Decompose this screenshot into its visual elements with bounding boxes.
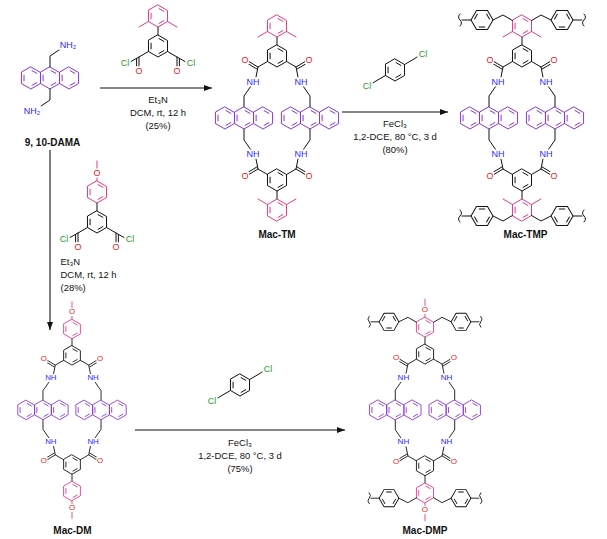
atom-label: NH <box>87 438 99 446</box>
atom-label: O <box>241 172 249 181</box>
atom-label: NH <box>397 438 410 446</box>
atom-label: Cl <box>186 59 196 68</box>
atom-label: Cl <box>207 397 217 406</box>
reaction-condition: Et₃N <box>148 95 169 104</box>
atom-label: O <box>305 56 313 65</box>
atom-label: NH <box>294 150 308 159</box>
atom-label: O <box>241 56 249 65</box>
atom-label: O <box>486 172 494 181</box>
atom-label: NH <box>491 150 505 159</box>
atom-label: Cl <box>418 50 428 59</box>
atom-label: Cl <box>125 235 135 244</box>
reaction-condition: FeCl₃ <box>228 438 253 447</box>
reaction-condition: FeCl₃ <box>383 119 408 128</box>
reaction-condition: 1,2-DCE, 80 °C, 3 d <box>353 132 438 141</box>
atom-label: O <box>74 243 82 252</box>
atom-label: O <box>486 56 494 65</box>
atom-label: NH₂ <box>59 41 77 50</box>
atom-label: Cl <box>120 59 130 68</box>
compound-name: 9, 10-DAMA <box>25 137 81 150</box>
reaction-condition: (80%) <box>382 145 408 154</box>
atom-label: NH <box>45 374 57 382</box>
atom-label: O <box>421 306 428 314</box>
atom-label: Cl <box>263 365 273 374</box>
compound-name: Mac-DMP <box>402 525 447 538</box>
reaction-condition: 1,2-DCE, 80 °C, 3 d <box>198 451 283 460</box>
atom-label: O <box>97 355 104 363</box>
reaction-arrow <box>135 429 345 430</box>
atom-label: O <box>393 354 400 362</box>
atom-label: O <box>68 308 75 316</box>
atom-label: O <box>135 67 143 76</box>
atom-label: NH <box>45 438 57 446</box>
atom-label: NH <box>246 78 260 87</box>
reaction-arrow <box>342 111 448 112</box>
atom-label: NH₂ <box>23 107 41 116</box>
reaction-arrow <box>100 87 212 88</box>
reaction-condition: (25%) <box>145 121 171 130</box>
atom-label: NH <box>440 374 453 382</box>
compound-node: Mac-TM <box>212 5 342 242</box>
atom-label: NH <box>246 150 260 159</box>
atom-label: Cl <box>59 235 69 244</box>
atom-label: O <box>550 56 558 65</box>
atom-label: O <box>93 169 101 178</box>
reaction-condition: (28%) <box>60 283 86 292</box>
atom-label: O <box>421 506 428 514</box>
reaction-condition: DCM, rt, 12 h <box>60 270 117 279</box>
compound-name: Mac-TM <box>258 229 295 242</box>
atom-label: O <box>450 354 457 362</box>
atom-label: O <box>173 67 181 76</box>
atom-label: O <box>112 243 120 252</box>
compound-node: Mac-TMP <box>448 5 603 242</box>
atom-label: O <box>550 172 558 181</box>
atom-label: NH <box>87 374 99 382</box>
reaction-condition: Et₃N <box>60 257 81 266</box>
reaction-arrow <box>49 150 50 330</box>
atom-label: NH <box>491 78 505 87</box>
atom-label: NH <box>440 438 453 446</box>
atom-label: NH <box>397 374 410 382</box>
atom-label: NH <box>294 78 308 87</box>
compound-node: Mac-DMP <box>345 300 505 538</box>
atom-label: NH <box>539 78 553 87</box>
atom-label: O <box>97 457 104 465</box>
atom-label: O <box>40 457 47 465</box>
atom-label: O <box>40 355 47 363</box>
compound-name: Mac-DM <box>53 525 91 538</box>
atom-label: O <box>68 504 75 512</box>
atom-label: O <box>450 458 457 466</box>
atom-label: Cl <box>362 82 372 91</box>
compound-name: Mac-TMP <box>504 229 548 242</box>
atom-label: NH <box>539 150 553 159</box>
atom-label: O <box>393 458 400 466</box>
atom-label: O <box>305 172 313 181</box>
reaction-condition: (75%) <box>227 464 253 473</box>
compound-node: 9, 10-DAMA <box>5 15 100 150</box>
reaction-condition: DCM, rt, 12 h <box>129 108 186 117</box>
